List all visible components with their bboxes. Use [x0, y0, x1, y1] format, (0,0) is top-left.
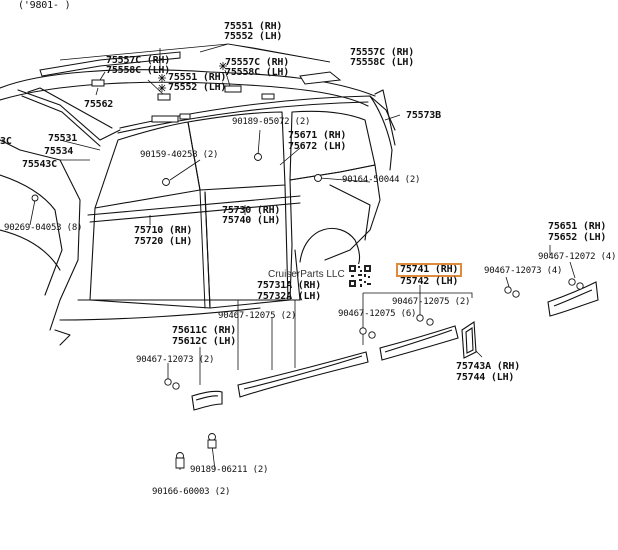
label-75534[interactable]: 75534	[44, 146, 74, 157]
clip-75551	[157, 93, 171, 101]
label-75573b[interactable]: 75573B	[406, 110, 441, 121]
label-75543c[interactable]: 75543C	[22, 159, 57, 170]
label-3c[interactable]: 3C	[0, 136, 12, 147]
rear-wheel-arch	[299, 227, 361, 271]
label-75551-b[interactable]: 75551 (RH)	[168, 72, 227, 83]
label-75551[interactable]: 75551 (RH)	[224, 21, 283, 32]
label-75611c[interactable]: 75611C (RH)	[172, 325, 237, 336]
label-75732a[interactable]: 75732A (LH)	[257, 291, 322, 302]
label-75743a[interactable]: 75743A (RH)	[456, 361, 521, 372]
front-fender-molding-75611c	[191, 390, 223, 411]
label-75562[interactable]: 75562	[84, 99, 114, 110]
label-90166-60003[interactable]: 90166-60003 (2)	[152, 487, 231, 497]
label-75552[interactable]: 75552 (LH)	[224, 31, 283, 42]
qr-code-icon	[348, 264, 372, 288]
label-75740[interactable]: 75740 (LH)	[222, 215, 281, 226]
label-90467-12073-a[interactable]: 90467-12073 (4)	[484, 266, 563, 276]
label-75730[interactable]: 75730 (RH)	[222, 205, 281, 216]
label-90467-12075-c[interactable]: 90467-12075 (2)	[218, 311, 297, 321]
rear-fender-molding-75651	[547, 281, 599, 317]
body-front	[0, 139, 81, 331]
label-75671[interactable]: 75671 (RH)	[288, 130, 347, 141]
label-75612c[interactable]: 75612C (LH)	[172, 336, 237, 347]
label-90467-12073-b[interactable]: 90467-12073 (2)	[136, 355, 215, 365]
roof-drip-molding-front	[39, 51, 181, 77]
roof-drip-molding-rear	[299, 71, 342, 85]
rear-body	[289, 164, 381, 261]
label-90467-12072[interactable]: 90467-12072 (4)	[538, 252, 617, 262]
label-75557c-a[interactable]: 75557C (RH)	[106, 55, 171, 66]
label-75558c-c[interactable]: 75558C (LH)	[350, 57, 415, 68]
roof-outline	[0, 69, 376, 97]
label-90189-06211[interactable]: 90189-06211 (2)	[190, 465, 269, 475]
marker-75551-a	[158, 74, 166, 82]
label-90164-50044[interactable]: 90164-50044 (2)	[342, 175, 421, 185]
label-75531[interactable]: 75531	[48, 133, 78, 144]
label-75741[interactable]: 75741 (RH)	[395, 263, 463, 277]
rear-window-molding	[369, 95, 393, 171]
label-75552-b[interactable]: 75552 (LH)	[168, 82, 227, 93]
label-75710[interactable]: 75710 (RH)	[134, 225, 193, 236]
side-molding-75741	[379, 325, 459, 361]
marker-75557c	[219, 62, 227, 70]
label-75744[interactable]: 75744 (LH)	[456, 372, 515, 383]
clip-75562	[91, 79, 105, 87]
watermark: CruiserParts LLC	[268, 269, 345, 280]
side-molding-75731a	[237, 351, 369, 398]
label-90159-40258[interactable]: 90159-40258 (2)	[140, 150, 219, 160]
clip-75557c	[224, 85, 242, 93]
label-90269-04053[interactable]: 90269-04053 (8)	[4, 223, 83, 233]
label-75742[interactable]: 75742 (LH)	[400, 276, 459, 287]
label-90467-12075-a[interactable]: 90467-12075 (2)	[392, 297, 471, 307]
label-90189-05072[interactable]: 90189-05072 (2)	[232, 117, 311, 127]
fastener-group-2	[164, 278, 584, 469]
label-75720[interactable]: 75720 (LH)	[134, 236, 193, 247]
label-75558c-b[interactable]: 75558C (LH)	[225, 67, 290, 78]
label-75652[interactable]: 75652 (LH)	[548, 232, 607, 243]
label-90467-12075-b[interactable]: 90467-12075 (6)	[338, 309, 417, 319]
a-pillar-molding	[17, 89, 121, 141]
label-75557c-c[interactable]: 75557C (RH)	[350, 47, 415, 58]
roof-rail-front	[0, 81, 369, 107]
label-75731a[interactable]: 75731A (RH)	[257, 280, 322, 291]
marker-75551-b	[158, 84, 166, 92]
rear-door-window	[187, 111, 286, 191]
range-code: ('9801- )	[18, 0, 71, 11]
label-75651[interactable]: 75651 (RH)	[548, 221, 607, 232]
label-75558c-a[interactable]: 75558C (LH)	[106, 65, 171, 76]
label-75557c-b[interactable]: 75557C (RH)	[225, 57, 290, 68]
quarter-window	[289, 110, 376, 181]
label-75672[interactable]: 75672 (LH)	[288, 141, 347, 152]
fastener-group-1	[31, 153, 322, 202]
